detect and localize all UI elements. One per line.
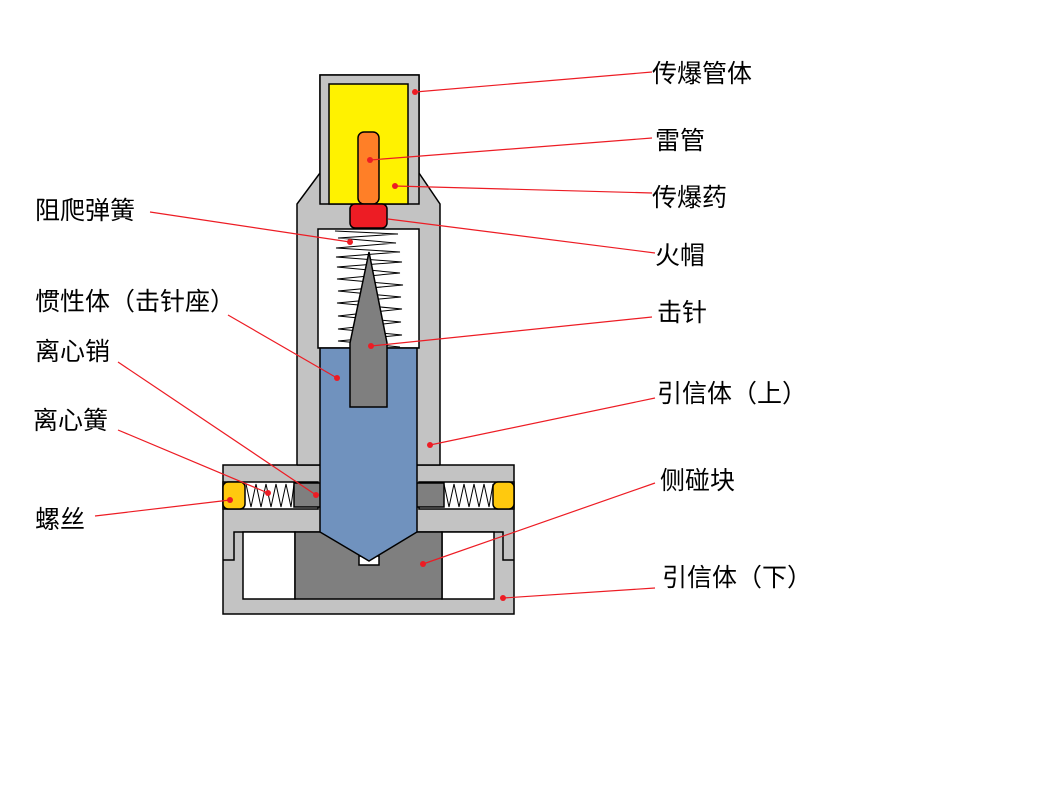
primer <box>349 203 388 229</box>
inertia-body <box>319 347 418 562</box>
label-screw: 螺丝 <box>35 505 85 534</box>
label-side-impact-block: 侧碰块 <box>660 466 735 495</box>
label-inertia-body: 惯性体（击针座） <box>35 287 235 316</box>
screw-right <box>492 481 515 510</box>
label-fuze-body-lower: 引信体（下） <box>662 563 812 592</box>
lower-cavity-left <box>242 531 296 600</box>
label-primer: 火帽 <box>655 241 705 270</box>
screw-left <box>222 481 246 510</box>
label-fuze-body-upper: 引信体（上） <box>657 379 807 408</box>
leader-lines <box>94 71 656 601</box>
centrifugal-spring-right <box>443 483 494 508</box>
firing-pin <box>349 251 388 408</box>
label-booster-tube: 传爆管体 <box>652 59 752 88</box>
label-centrifugal-pin: 离心销 <box>35 337 110 366</box>
lower-cavity-right <box>441 531 495 600</box>
label-anti-creep-spring: 阻爬弹簧 <box>35 196 135 225</box>
label-firing-pin: 击针 <box>657 298 707 327</box>
label-detonator: 雷管 <box>655 126 705 155</box>
centrifugal-spring-left <box>245 483 295 508</box>
label-booster-charge: 传爆药 <box>652 183 727 212</box>
detonator <box>357 131 380 205</box>
label-centrifugal-spring: 离心簧 <box>33 406 108 435</box>
